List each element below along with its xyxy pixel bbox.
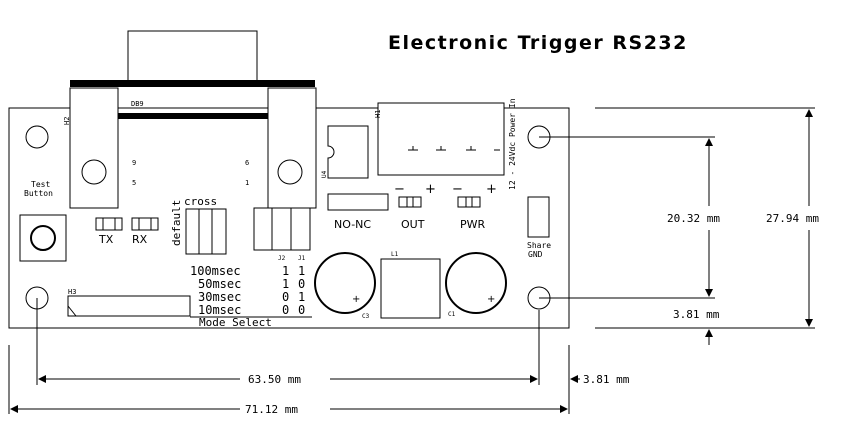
- db9-flange: [70, 80, 315, 87]
- dimension-lines: [8, 107, 815, 414]
- db9-bracket-left: [69, 87, 119, 209]
- pin6-label: 6: [245, 159, 249, 167]
- button-label: Button: [24, 189, 53, 198]
- cross-jumper: [185, 208, 227, 255]
- mode-table: 100msec 1 1 50msec 1 0 30msec 0 1 10msec…: [190, 264, 312, 329]
- mode-jumper-block: [253, 207, 311, 251]
- mode-row-j1: 0: [298, 277, 305, 291]
- pwr-plus: +: [486, 182, 497, 197]
- mode-row-time: 10msec: [198, 303, 241, 317]
- mode-row-j2: 1: [282, 264, 289, 278]
- mode-row-time: 100msec: [190, 264, 241, 278]
- out-led: [398, 196, 422, 208]
- h1-label: H1: [374, 110, 382, 118]
- test-label: Test: [31, 180, 50, 189]
- db9-screw-right: [277, 159, 303, 185]
- mode-row-j2: 0: [282, 290, 289, 304]
- pwr-label: PWR: [460, 218, 486, 231]
- db9-screw-left: [81, 159, 107, 185]
- mode-select-label: Mode Select: [199, 316, 272, 329]
- mode-row-time: 50msec: [198, 277, 241, 291]
- mode-row-time: 30msec: [198, 290, 241, 304]
- pwr-minus: −: [452, 182, 463, 197]
- h3-label: H3: [68, 288, 76, 296]
- c1-plus: +: [487, 294, 495, 305]
- gnd-label: GND: [528, 250, 543, 259]
- tx-led: [95, 217, 123, 231]
- out-minus: −: [394, 182, 405, 197]
- db9-shell: [127, 30, 258, 82]
- out-label: OUT: [401, 218, 425, 231]
- pin9-label: 9: [132, 159, 136, 167]
- l1-inductor: [380, 258, 441, 319]
- dim-hole-spacing-horizontal: 63.50 mm: [248, 373, 301, 386]
- share-label: Share: [527, 241, 551, 250]
- dim-board-width: 71.12 mm: [245, 403, 298, 416]
- db9-bracket-right: [267, 87, 317, 209]
- pin5-label: 5: [132, 179, 136, 187]
- rx-label: RX: [132, 233, 148, 246]
- mode-row-j1: 0: [298, 303, 305, 317]
- dim-hole-offset-right: 3.81 mm: [583, 373, 630, 386]
- rx-led: [131, 217, 159, 231]
- pwr-led: [457, 196, 481, 208]
- pin1-label: 1: [245, 179, 249, 187]
- u4-label: U4: [321, 170, 328, 178]
- j2-label: J2: [278, 255, 286, 262]
- no-nc-jumper: [327, 193, 389, 211]
- test-button-cap: [30, 225, 56, 251]
- c3-capacitor: [314, 252, 376, 314]
- c1-label: C1: [448, 311, 456, 318]
- tx-label: TX: [98, 233, 114, 246]
- share-gnd-jumper: [527, 196, 550, 238]
- db9-bar: [118, 113, 268, 119]
- db9-label: DB9: [131, 100, 144, 108]
- dim-hole-spacing-vertical: 20.32 mm: [667, 212, 720, 225]
- c3-plus: +: [352, 294, 360, 305]
- mode-row-j2: 1: [282, 277, 289, 291]
- cross-label: cross: [184, 195, 217, 208]
- l1-label: L1: [391, 251, 399, 258]
- out-plus: +: [425, 182, 436, 197]
- j1-label: J1: [298, 255, 306, 262]
- u4-chip: [327, 125, 369, 179]
- c3-label: C3: [362, 313, 370, 320]
- diagram-title: Electronic Trigger RS232: [388, 32, 688, 54]
- h3-header: [67, 295, 191, 317]
- h1-connector: [377, 102, 505, 176]
- default-label: default: [170, 200, 183, 246]
- power-in-label: 12 - 24Vdc Power In: [508, 98, 517, 190]
- c1-capacitor: [445, 252, 507, 314]
- h2-label: H2: [63, 117, 71, 125]
- mode-row-j1: 1: [298, 264, 305, 278]
- mount-hole-top-left: [25, 125, 49, 149]
- mode-row-j1: 1: [298, 290, 305, 304]
- dim-board-height: 27.94 mm: [766, 212, 819, 225]
- dim-hole-offset-bottom: 3.81 mm: [673, 308, 720, 321]
- mode-row-j2: 0: [282, 303, 289, 317]
- no-nc-label: NO-NC: [334, 218, 371, 231]
